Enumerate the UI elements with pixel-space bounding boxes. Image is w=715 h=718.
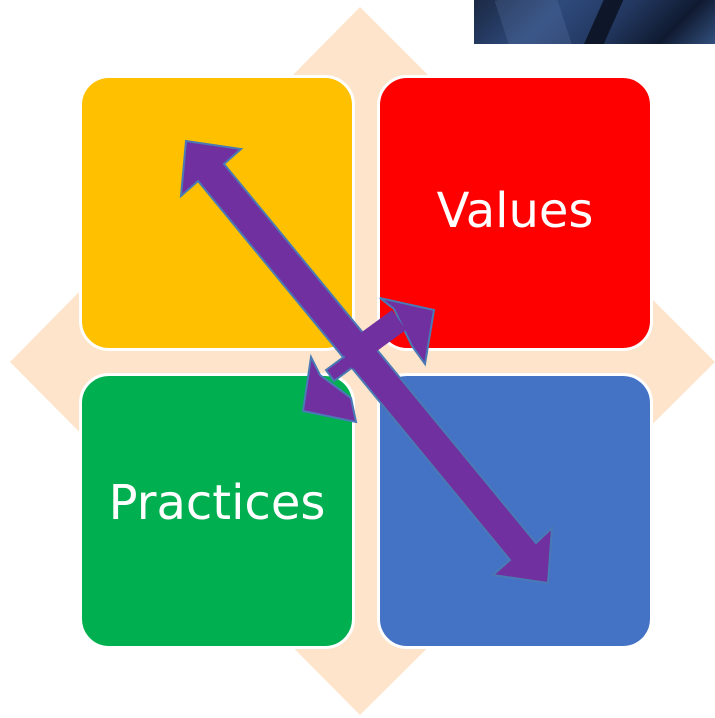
quadrant-practices: Practices <box>79 373 355 649</box>
quadrant-values-label: Values <box>436 183 594 239</box>
short-arrow-head-top-right <box>379 297 436 367</box>
arrow-crossing-fill <box>340 310 406 369</box>
quadrant-practices-label: Practices <box>108 475 326 531</box>
long-double-arrow <box>179 139 554 585</box>
short-arrow-head-bottom-left <box>301 353 358 424</box>
photo-fragment <box>474 0 715 44</box>
quadrant-values: Values <box>377 75 653 351</box>
